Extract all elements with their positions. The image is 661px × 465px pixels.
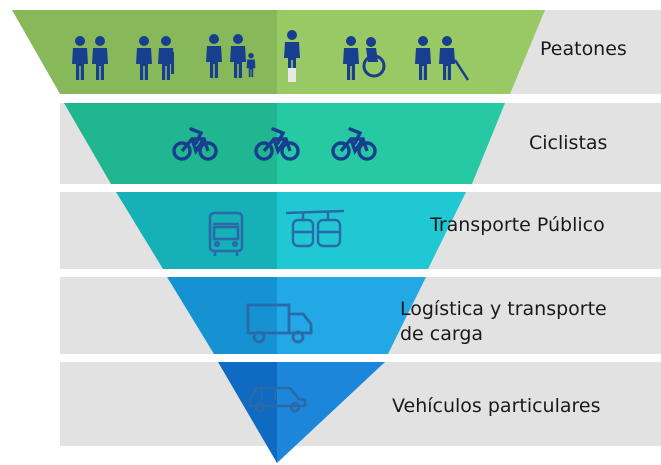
level-label-transporte-publico: Transporte Público [430, 214, 605, 236]
level-1-right [277, 103, 505, 184]
cable-car-icon [285, 209, 345, 248]
bus-icon [208, 211, 244, 256]
level-3-right [277, 277, 426, 354]
level-label-ciclistas: Ciclistas [529, 132, 608, 154]
level-label-logistica-line1: Logística y transporte [400, 298, 607, 320]
level-label-logistica-line2: de carga [400, 323, 484, 345]
level-3-left [167, 277, 277, 354]
level-label-peatones: Peatones [540, 38, 627, 60]
level-label-logistica: Logística y transporte de carga [400, 297, 607, 347]
truck-icon [246, 303, 313, 344]
car-icon [248, 386, 307, 413]
level-label-vehiculos: Vehículos particulares [392, 395, 601, 417]
level-4-right [277, 362, 385, 463]
level-0-right [277, 10, 545, 94]
level-1-left [64, 103, 277, 184]
pedestrian-group-icon [72, 30, 470, 82]
